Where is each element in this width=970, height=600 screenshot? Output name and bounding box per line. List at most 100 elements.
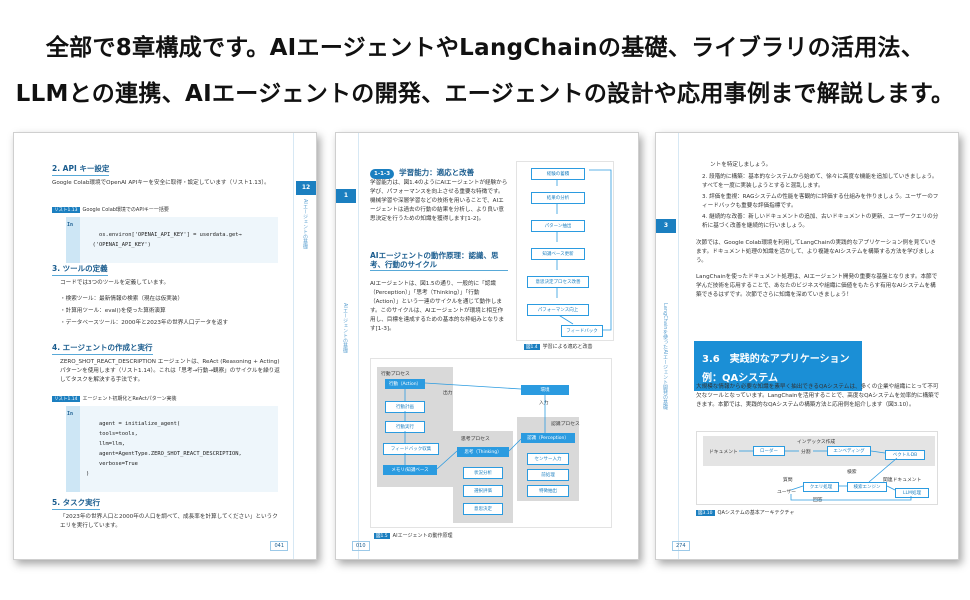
listing-tag: リスト1.13	[52, 207, 80, 213]
headline-line-2: LLMとの連携、AIエージェントの開発、エージェントの設計や応用事例まで解説しま…	[15, 81, 955, 107]
figure-frame: 経験の蓄積 結果の分析 パターン抽出 知識ベース更新 意思決定プロセス改善 パフ…	[516, 161, 614, 341]
body-text: LangChainを使ったドキュメント処理は、AIエージェント開発の重要な基盤と…	[696, 274, 938, 298]
page-side-margin: 3 LangChainを使ったAIエージェント開発の基礎	[656, 133, 676, 559]
figure-tag: 図3.10	[696, 510, 715, 516]
page-number: 041	[270, 541, 288, 551]
flow-label: 入力	[539, 401, 549, 406]
section-number: 3.6	[702, 354, 720, 365]
side-running-title: AIエージェントの基礎	[342, 303, 348, 353]
flow-arrows	[739, 450, 912, 501]
figure-tag: 図1.4	[524, 344, 540, 350]
page-side-margin: 12 AIエージェントの基礎	[296, 133, 316, 559]
section-title: AIエージェントの動作原理：認識、思考、行動のサイクル	[370, 251, 508, 271]
side-running-title: AIエージェントの基礎	[302, 199, 308, 249]
chapter-tab: 12	[296, 181, 316, 195]
bullet-item: ・検索ツール：最新情報の検索（現在は仮実装）	[60, 296, 184, 302]
headline-line-1: 全部で8章構成です。AIエージェントやLangChainの基礎、ライブラリの活用…	[45, 35, 925, 61]
body-text: AIエージェントは、図1.5の通り、一般的に「認識（Perception）」「思…	[370, 281, 505, 332]
page-side-margin: 1 AIエージェントの基礎	[336, 133, 356, 559]
flow-box: クエリ処理	[803, 482, 839, 492]
perception-box: 認識（Perception）	[521, 433, 575, 443]
bullet-item: ・データベースツール：2000年と2023年の世界人口データを返す	[60, 320, 229, 326]
in-label: In	[67, 411, 74, 417]
listing-tag: リスト1.14	[52, 396, 80, 402]
figure-tag: 図1.5	[374, 533, 390, 539]
chapter-tab: 3	[656, 219, 676, 233]
flow-box: 経験の蓄積	[531, 168, 585, 180]
page-number: 010	[352, 541, 370, 551]
group-label: 思考プロセス	[461, 437, 490, 442]
flow-box: センサー入力	[527, 453, 569, 465]
flow-box: 検索エンジン	[847, 482, 887, 492]
flow-box: ベクトルDB	[885, 450, 925, 460]
side-running-title: LangChainを使ったAIエージェント開発の基礎	[662, 303, 668, 410]
flow-arrows	[404, 382, 546, 470]
flow-box: 意思決定プロセス改善	[527, 276, 589, 288]
body-text: 学習能力は、図1.4のようにAIエージェントが経験から学び、パフォーマンスを向上…	[370, 180, 508, 222]
section-body: Google Colab環境でOpenAI APIキーを安全に取得・設定していま…	[52, 180, 270, 186]
figure-frame: 行動プロセス 行動（Action） 行動計画 行動実行 フィードバック収集 メモ…	[370, 358, 612, 528]
flow-label: 関連ドキュメント	[883, 478, 922, 483]
in-label: In	[67, 222, 74, 228]
chapter-tab: 1	[336, 189, 356, 203]
flow-box: メモリ/知識ベース	[383, 465, 437, 475]
flow-box: 特徴抽出	[527, 485, 569, 497]
flow-box: パフォーマンス向上	[527, 304, 589, 316]
flow-box: パターン抽出	[531, 220, 585, 232]
group-label: インデックス作成	[797, 440, 836, 445]
flow-node: 分割	[801, 450, 811, 455]
flow-box: 知識ベース更新	[531, 248, 585, 260]
heading-number: 1-1-3	[370, 169, 395, 179]
section-title: 2. API キー設定	[52, 163, 110, 176]
body-text: 大規模な情報から必要な知識を素早く抽出できるQAシステムは、多くの企業や組織にと…	[696, 384, 940, 408]
flow-box: フィードバック	[561, 325, 603, 337]
flow-box: LLM処理	[895, 488, 929, 498]
figure-frame: インデックス作成 ドキュメント ローダー 分割 エンベディング ベクトルDB 検…	[696, 431, 938, 505]
subsection-heading: 1-1-3 学習能力：適応と改善	[370, 160, 474, 179]
flow-box: 選択評価	[463, 485, 503, 497]
flow-label: 出力	[443, 391, 453, 396]
flow-node: ドキュメント	[709, 450, 738, 455]
list-item: 3. 評価を重視：RAGシステムの性能を客観的に評価する仕組みを作りましょう。ユ…	[702, 194, 939, 209]
body-text: 次節では、Google Colab環境を利用してLangChainの実践的なアプ…	[696, 240, 937, 264]
book-page-left: 12 AIエージェントの基礎 2. API キー設定 Google Colab環…	[13, 132, 317, 560]
flow-label: 検索	[847, 470, 857, 475]
flow-label: 回答	[813, 498, 823, 503]
flow-label: 質問	[783, 478, 793, 483]
flow-node: ユーザー	[777, 490, 797, 495]
section-title: 4. エージェントの作成と実行	[52, 342, 153, 355]
group-label: 認識プロセス	[551, 422, 580, 427]
flow-box: ローダー	[753, 446, 785, 456]
body-text: ントを特定しましょう。	[710, 162, 772, 168]
flow-box: 前処理	[527, 469, 569, 481]
flow-box: 意思決定	[463, 503, 503, 515]
flow-box: フィードバック収集	[383, 443, 439, 455]
environment-box: 環境	[521, 385, 569, 395]
book-page-right: 3 LangChainを使ったAIエージェント開発の基礎 ントを特定しましょう。…	[655, 132, 959, 560]
page-number: 274	[672, 541, 690, 551]
section-title: 3. ツールの定義	[52, 263, 108, 276]
list-item: 2. 段階的に構築：基本的なシステムから始めて、徐々に高度な機能を追加していきま…	[702, 174, 938, 189]
section-body: ZERO_SHOT_REACT_DESCRIPTION エージェントは、ReAc…	[60, 359, 280, 383]
section-body: 「2023年の世界人口と2000年の人口を調べて、成長率を計算してください」とい…	[60, 514, 278, 529]
flow-box: 結果の分析	[531, 192, 585, 204]
section-title: 5. タスク実行	[52, 497, 101, 510]
flow-box: エンベディング	[827, 446, 871, 456]
action-box: 行動（Action）	[385, 379, 425, 389]
group-label: 行動プロセス	[381, 372, 410, 377]
section-title: 実践的なアプリケーション例：QAシステム	[702, 354, 850, 384]
list-item: 4. 継続的な改善：新しいドキュメントの追加、古いドキュメントの更新、ユーザーク…	[702, 214, 939, 229]
book-page-middle: 1 AIエージェントの基礎 1-1-3 学習能力：適応と改善 学習能力は、図1.…	[335, 132, 639, 560]
flow-box: 状況分析	[463, 467, 503, 479]
section-body: コードでは3つのツールを定義しています。	[60, 280, 170, 286]
bullet-item: ・計算用ツール：eval()を使った算術演算	[60, 308, 166, 314]
heading-text: 学習能力：適応と改善	[399, 168, 475, 177]
